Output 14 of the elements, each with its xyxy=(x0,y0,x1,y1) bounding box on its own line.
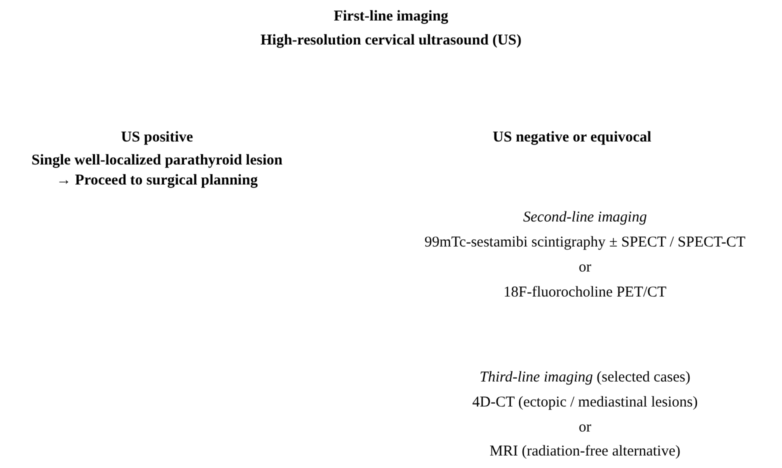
option-text: 18F-fluorocholine PET/CT xyxy=(504,284,666,302)
branch-heading: US negative or equivocal xyxy=(492,129,652,147)
step-heading: Third-line imaging (selected cases) xyxy=(480,369,690,387)
option-text: 4D-CT (ectopic / mediastinal lesions) xyxy=(472,394,698,412)
next-step-text: → Proceed to surgical planning xyxy=(56,172,258,190)
option-text: MRI (radiation-free alternative) xyxy=(490,443,680,461)
finding-text: Single well-localized parathyroid lesion xyxy=(32,152,282,170)
step-heading: Second-line imaging xyxy=(523,209,647,227)
connector-word: or xyxy=(578,419,592,437)
heading-text: High-resolution cervical ultrasound (US) xyxy=(260,32,522,50)
branch-heading: US positive xyxy=(120,129,194,147)
connector-word: or xyxy=(578,259,592,277)
option-text: 99mTc-sestamibi scintigraphy ± SPECT / SPECT-CT xyxy=(424,234,746,252)
heading-text: First-line imaging xyxy=(334,8,448,26)
